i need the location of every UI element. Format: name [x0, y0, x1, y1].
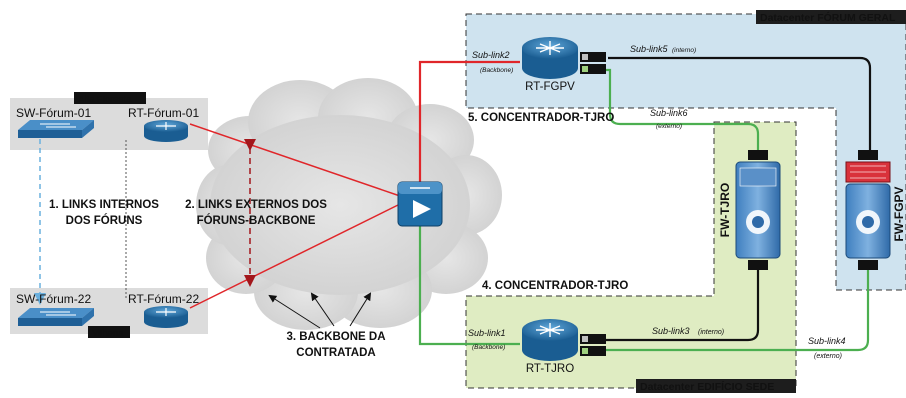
concentrador-5-label: 5. CONCENTRADOR-TJRO	[468, 112, 614, 124]
links-externos-line1: 2. LINKS EXTERNOS DOS	[185, 199, 327, 211]
sublink1-label: Sub-link1	[468, 328, 506, 338]
links-externos-line2: FÓRUNS-BACKBONE	[197, 214, 316, 227]
sublink6-label: Sub-link6	[650, 108, 688, 118]
sublink3-label: Sub-link3	[652, 326, 690, 336]
sublink4-line	[600, 270, 870, 352]
site-bottom-label: Vilhena	[92, 328, 124, 339]
sw-bottom-label: SW-Fórum-22	[16, 292, 91, 306]
datacenter-forum-label: Datacenter FÓRUM GERAL	[760, 11, 896, 24]
sublink4-label: Sub-link4	[808, 336, 846, 346]
red-link-bottom	[189, 203, 401, 309]
router-icon	[522, 37, 578, 79]
sublink1-type: (Backbone)	[472, 344, 505, 351]
backbone-label-line1: 3. BACKBONE DA	[286, 331, 385, 343]
sublink6-type: (externo)	[656, 123, 682, 130]
core-router-icon	[397, 181, 443, 227]
sublink2-line	[418, 60, 520, 184]
concentrador-4-label: 4. CONCENTRADOR-TJRO	[482, 280, 628, 292]
datacenter-forum-zone: Datacenter FÓRUM GERAL	[465, 10, 906, 291]
sublink5-type: (interno)	[672, 47, 696, 54]
sublink3-type: (interno)	[698, 329, 724, 336]
sublink2-type: (Backbone)	[480, 67, 513, 74]
firewall-icon	[845, 150, 891, 270]
sublink3-line	[600, 270, 760, 342]
port-block	[580, 52, 606, 74]
links-internos-line2: DOS FÓRUNS	[66, 214, 143, 227]
backbone-pointer-1	[268, 294, 321, 329]
router-icon	[144, 306, 188, 328]
site-top-label: Alta Floresta	[78, 94, 132, 105]
switch-icon	[18, 308, 94, 326]
rt-fgpv-label: RT-FGPV	[525, 81, 575, 93]
fw-fgpv-label: FW-FGPV	[892, 186, 906, 241]
sublink4-type: (externo)	[814, 353, 842, 360]
sublink2-label: Sub-link2	[472, 50, 510, 60]
rt-tjro-label: RT-TJRO	[526, 363, 574, 375]
rt-bottom-label: RT-Fórum-22	[128, 292, 199, 306]
port-block	[580, 334, 606, 356]
backbone-pointer-3	[349, 292, 372, 327]
sw-top-label: SW-Fórum-01	[16, 106, 91, 120]
red-link-top	[189, 123, 401, 197]
sublink5-label: Sub-link5	[630, 44, 669, 54]
backbone-pointer-2	[310, 292, 335, 327]
router-icon	[144, 120, 188, 142]
firewall-icon	[735, 150, 781, 270]
backbone-label-line2: CONTRATADA	[296, 347, 375, 359]
links-internos-line1: 1. LINKS INTERNOS	[49, 199, 159, 211]
router-icon	[522, 319, 578, 361]
datacenter-sede-label: Datacenter EDIFÍCIO SEDE	[640, 380, 774, 393]
switch-icon	[18, 120, 94, 138]
sublink5-line	[608, 56, 872, 150]
rt-top-label: RT-Fórum-01	[128, 106, 199, 120]
sublink6-line	[600, 68, 760, 150]
fw-tjro-label: FW-TJRO	[718, 183, 732, 237]
sublink1-line	[418, 220, 520, 346]
